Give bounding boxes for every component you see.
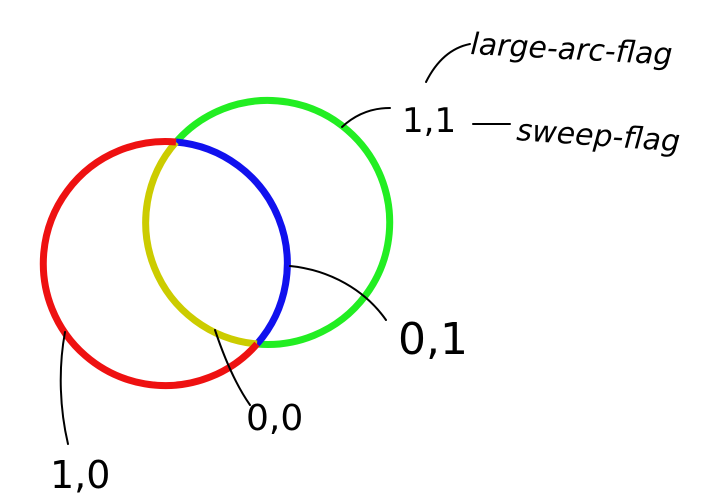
label-red-flags: 1,0: [50, 453, 110, 495]
leader-line-blue: [289, 265, 387, 321]
arc-small-sweep-blue: [175, 138, 291, 347]
label-blue-flags: 0,1: [398, 314, 468, 365]
label-yellow-flags: 0,0: [246, 398, 303, 439]
label-large-arc-flag: large-arc-flag: [470, 27, 674, 73]
label-sweep-flag: sweep-flag: [515, 113, 681, 159]
leader-line-green: [341, 107, 391, 128]
leader-line-yellow: [214, 329, 251, 406]
arc-large-sweep-green: [173, 97, 394, 348]
label-green-flags: 1,1: [402, 101, 456, 141]
arc-large-nosweep-red: [39, 138, 260, 389]
arc-small-nosweep-yellow: [142, 139, 258, 348]
leader-line-large-arc-flag: [425, 43, 471, 83]
leader-line-red: [59, 331, 69, 445]
